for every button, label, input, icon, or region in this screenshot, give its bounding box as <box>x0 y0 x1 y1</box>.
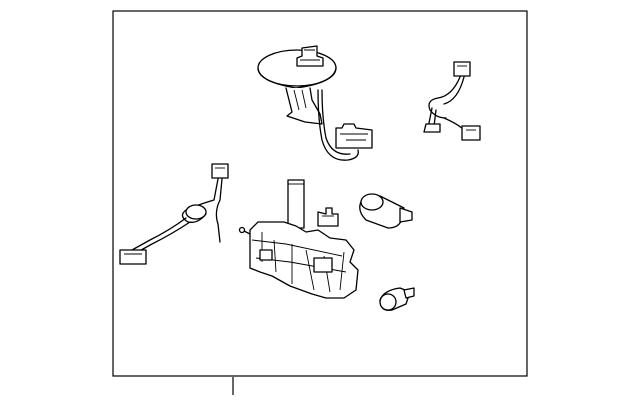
fuel-pump-bracket-part[interactable] <box>238 179 359 299</box>
fuel-filter-part[interactable] <box>379 287 415 311</box>
fuel-pump-flange-part[interactable] <box>257 45 373 161</box>
wire-harness-upper-right-part[interactable] <box>423 61 481 141</box>
fuel-pump-motor-part[interactable] <box>359 193 413 229</box>
wire-harness-left-part[interactable] <box>119 163 229 265</box>
fuel-level-sender-part[interactable] <box>317 207 339 227</box>
diagram-frame <box>112 10 528 377</box>
